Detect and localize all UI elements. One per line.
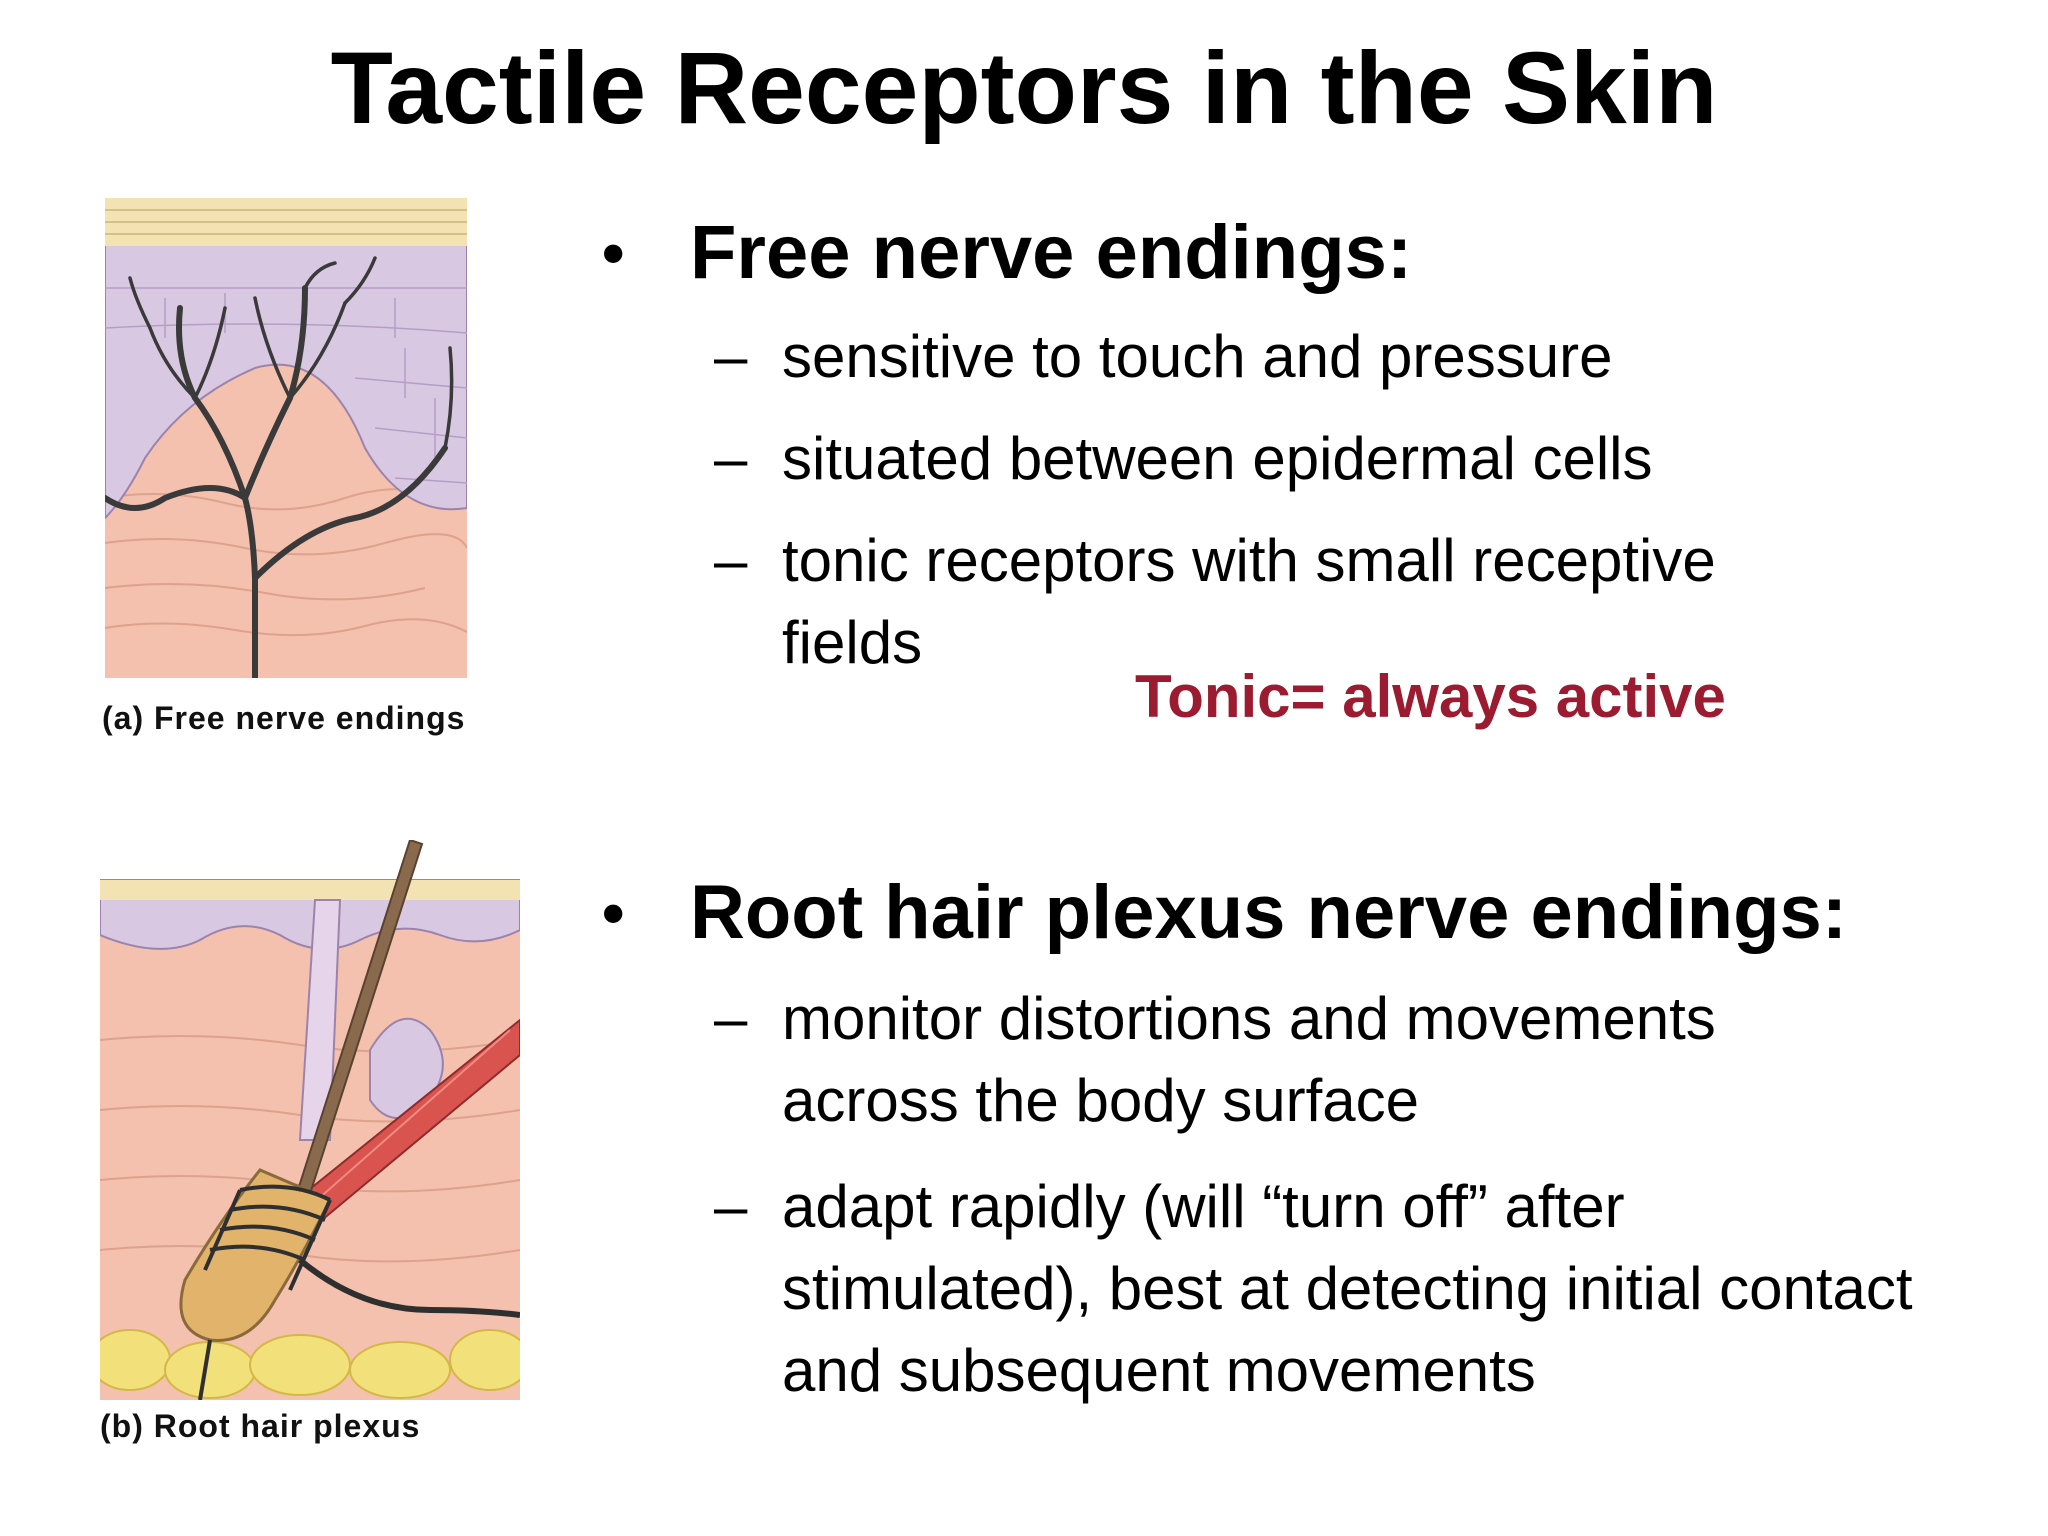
- list-item: – monitor distortions and movements acro…: [714, 978, 1902, 1142]
- heading-text: Free nerve endings:: [690, 210, 1413, 295]
- bullet-icon: •: [602, 877, 625, 949]
- figure-a-caption: (a) Free nerve endings: [102, 700, 466, 736]
- root-hair-plexus-heading: • Root hair plexus nerve endings:: [602, 868, 1848, 958]
- root-hair-plexus-illustration: [100, 840, 520, 1400]
- dash-icon: –: [714, 527, 748, 594]
- free-nerve-endings-illustration: [105, 198, 467, 678]
- list-item-text: sensitive to touch and pressure: [782, 323, 1613, 390]
- list-item-text: situated between epidermal cells: [782, 425, 1653, 492]
- list-item-text: monitor distortions and movements across…: [782, 985, 1716, 1134]
- bullet-icon: •: [602, 217, 625, 289]
- tonic-note: Tonic= always active: [1135, 663, 1726, 730]
- dash-icon: –: [714, 425, 748, 492]
- dash-icon: –: [714, 323, 748, 390]
- slide-title: Tactile Receptors in the Skin: [330, 31, 1718, 145]
- dash-icon: –: [714, 1173, 748, 1240]
- figure-b-caption: (b) Root hair plexus: [100, 1408, 421, 1444]
- heading-text: Root hair plexus nerve endings:: [690, 870, 1848, 955]
- list-item: – tonic receptors with small receptive f…: [714, 520, 1862, 684]
- list-item: – situated between epidermal cells: [714, 418, 1962, 500]
- list-item-text: tonic receptors with small receptive fie…: [782, 527, 1716, 676]
- dash-icon: –: [714, 985, 748, 1052]
- list-item: – adapt rapidly (will “turn off” after s…: [714, 1166, 1932, 1412]
- list-item: – sensitive to touch and pressure: [714, 316, 1962, 398]
- free-nerve-endings-heading: • Free nerve endings:: [602, 208, 1413, 298]
- list-item-text: adapt rapidly (will “turn off” after sti…: [782, 1173, 1913, 1404]
